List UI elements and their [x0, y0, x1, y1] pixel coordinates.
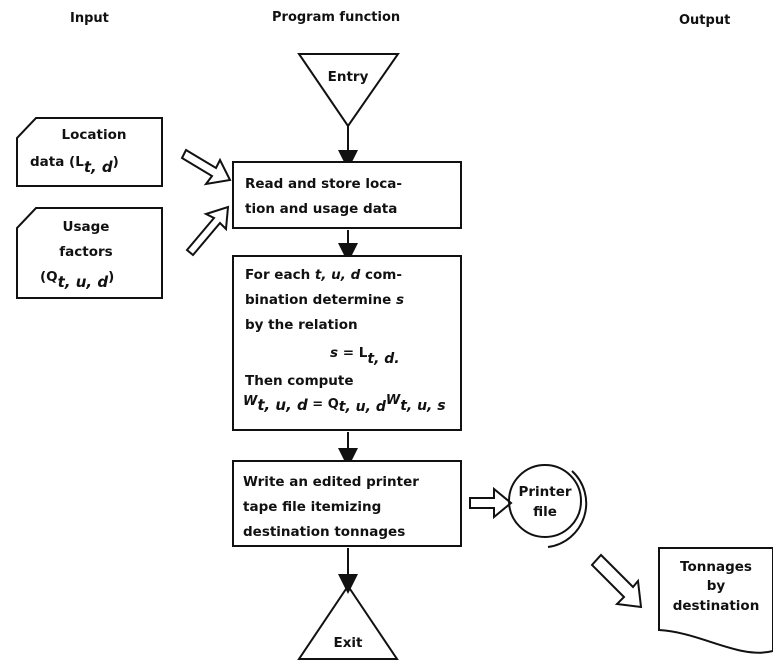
- usage-sub: t, u, d: [58, 273, 109, 291]
- write-box: [232, 460, 462, 547]
- exit-triangle: [297, 584, 399, 660]
- usage-close: ): [108, 269, 114, 285]
- header-program-function: Program function: [272, 10, 400, 25]
- entry-terminal: Entry: [297, 53, 400, 128]
- eq-w2-sub: t, u, s: [400, 398, 445, 414]
- compute-line2a: bination determine: [245, 292, 396, 308]
- usage-line1: Usage: [63, 219, 110, 235]
- printer-reel-circle: [508, 464, 582, 538]
- eq-q-sub: t, u, d: [339, 399, 387, 415]
- write-line1: Write an edited printer: [243, 474, 419, 490]
- location-line2: data (Lt, d): [30, 154, 119, 176]
- compute-line2-var: s: [396, 292, 404, 308]
- location-line2-text: data (L: [30, 154, 84, 170]
- exit-terminal: Exit: [297, 584, 399, 660]
- relation-s: s: [330, 345, 338, 361]
- eq-w2: W: [386, 393, 401, 408]
- exit-label: Exit: [333, 635, 363, 651]
- compute-line1a: For each: [245, 267, 315, 283]
- printer-line1: Printer: [518, 484, 571, 500]
- compute-line1: For each t, u, d com-: [245, 267, 402, 283]
- compute-line1c: com-: [360, 267, 402, 283]
- compute-line1-vars: t, u, d: [315, 267, 361, 283]
- arrow-usage-to-read: [185, 205, 230, 257]
- write-line2: tape file itemizing: [243, 499, 381, 515]
- input-location-data: Location data (Lt, d): [16, 117, 163, 187]
- entry-label: Entry: [328, 69, 369, 85]
- compute-box: [232, 255, 462, 431]
- printer-file-reel: Printer file: [508, 464, 588, 548]
- usage-line3: (Qt, u, d): [40, 269, 114, 291]
- arrow-printer-to-output: [590, 553, 643, 609]
- location-close: ): [113, 154, 119, 170]
- eq-w: W: [243, 394, 258, 409]
- read-store-line2: tion and usage data: [245, 201, 397, 217]
- compute-line5: Then compute: [245, 373, 354, 389]
- location-line1: Location: [62, 127, 127, 143]
- usage-line2: factors: [59, 244, 112, 260]
- printer-line2: file: [533, 504, 557, 520]
- output-line2: by: [707, 578, 726, 594]
- entry-triangle: [297, 53, 400, 128]
- read-store-box: [232, 161, 462, 229]
- output-line1: Tonnages: [680, 559, 752, 575]
- step-compute: For each t, u, d com- bination determine…: [232, 255, 462, 431]
- output-document: Tonnages by destination: [658, 547, 773, 654]
- compute-equation: Wt, u, d = Qt, u, dWt, u, s: [243, 393, 446, 415]
- output-line3: destination: [673, 598, 760, 614]
- relation-sub: t, d.: [367, 351, 399, 367]
- header-output: Output: [679, 13, 730, 28]
- step-write-file: Write an edited printer tape file itemiz…: [232, 460, 462, 547]
- eq-equals: = Q: [308, 397, 339, 412]
- eq-w-sub: t, u, d: [257, 396, 308, 414]
- header-input: Input: [70, 11, 109, 26]
- arrow-location-to-read: [180, 148, 232, 186]
- arrow-write-to-printer: [469, 486, 513, 520]
- compute-line3: by the relation: [245, 317, 358, 333]
- printer-reel-tail: [547, 470, 588, 548]
- compute-line2: bination determine s: [245, 292, 404, 308]
- location-card-shape: [16, 117, 163, 187]
- relation-eq: = L: [338, 345, 368, 361]
- location-sub: t, d: [84, 158, 113, 176]
- read-store-line1: Read and store loca-: [245, 176, 402, 192]
- compute-relation: s = Lt, d.: [330, 345, 400, 367]
- usage-card-shape: [16, 207, 163, 299]
- input-usage-factors: Usage factors (Qt, u, d): [16, 207, 163, 299]
- usage-line3-text: (Q: [40, 269, 58, 285]
- step-read-store: Read and store loca- tion and usage data: [232, 161, 462, 229]
- write-line3: destination tonnages: [243, 524, 405, 540]
